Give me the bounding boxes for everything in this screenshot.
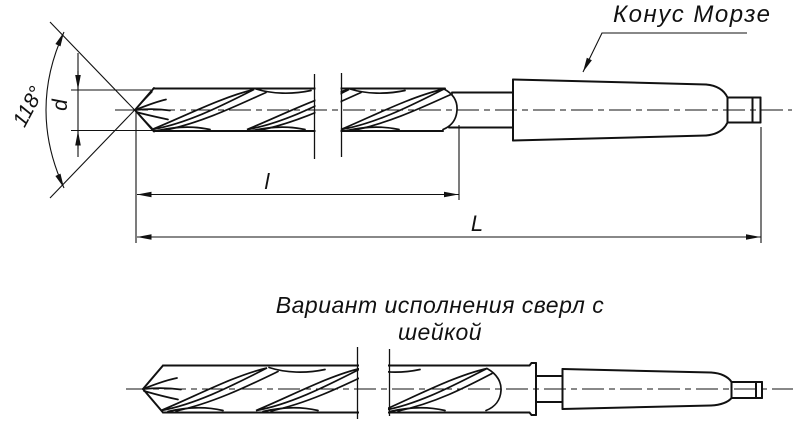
top-drill-flutes: [134, 88, 458, 132]
angle-line-upper: [49, 21, 153, 129]
angle-line-lower: [49, 91, 153, 199]
variant-caption: Вариант исполнения сверл с шейкой: [275, 292, 605, 345]
morse-taper-leader: [582, 32, 747, 73]
overall-length-label: L: [470, 211, 484, 236]
bottom-break-lines: [356, 347, 391, 419]
angle-arc: [45, 31, 65, 189]
dimension-lines: [45, 21, 762, 243]
top-break-gap: [315, 68, 341, 163]
morse-taper-label: Конус Морзе: [613, 1, 772, 28]
bottom-break-gap: [359, 344, 388, 420]
centerlines: [115, 109, 793, 390]
top-break-lines: [313, 73, 343, 159]
diameter-label: d: [49, 99, 72, 111]
flute-length-label: l: [264, 169, 270, 194]
top-drill-outline: [134, 78, 762, 142]
bottom-drill-outline: [142, 362, 763, 416]
bottom-drill-flutes: [142, 366, 502, 413]
